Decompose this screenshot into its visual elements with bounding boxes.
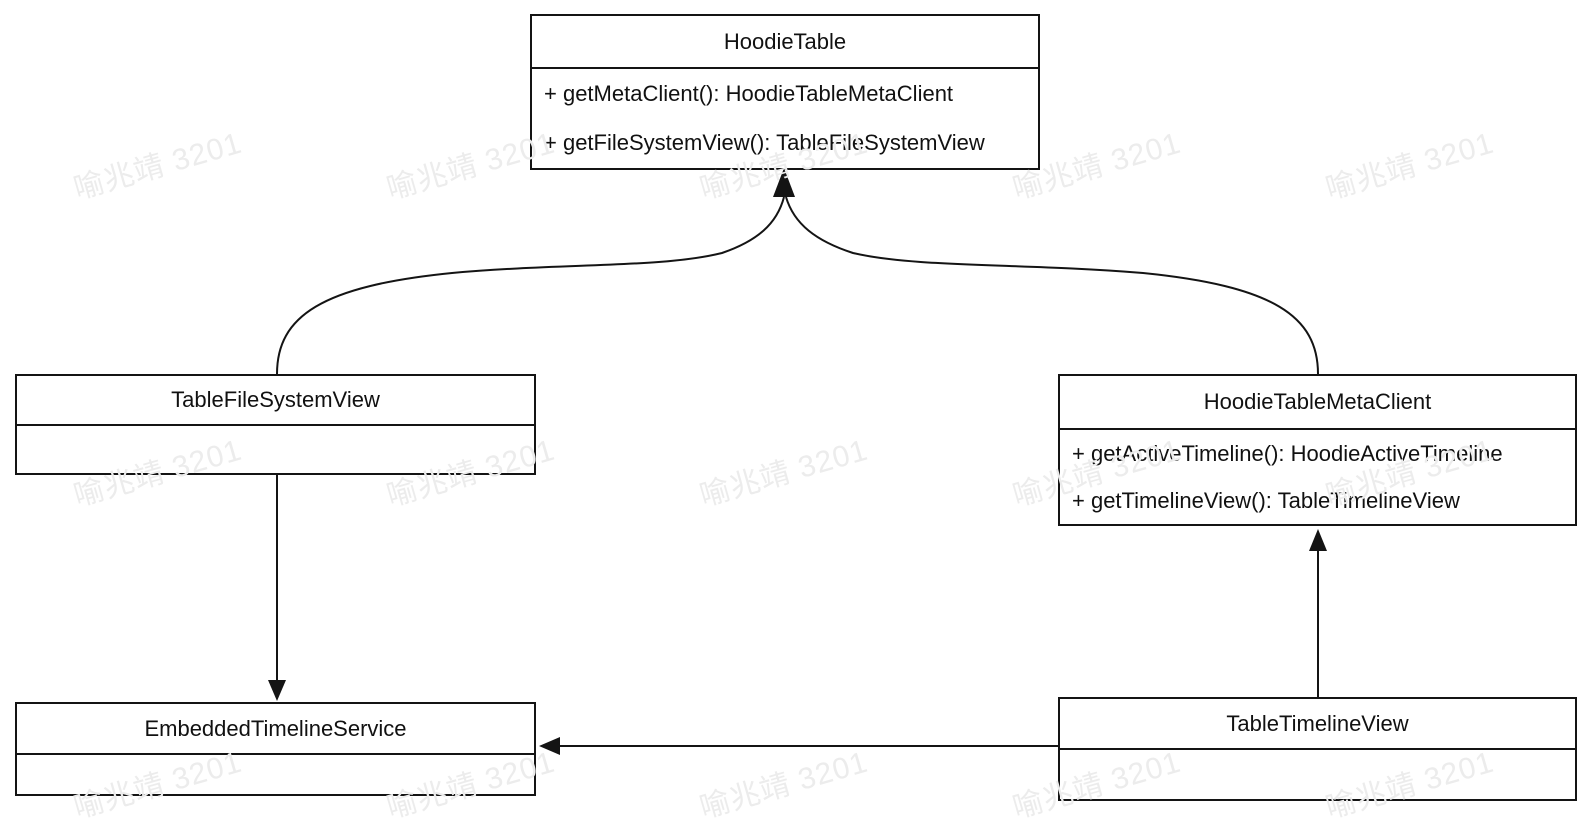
class-title-embedded-timeline-service: EmbeddedTimelineService (17, 704, 534, 755)
arrowhead-up-hoodietablemetaclient (1309, 529, 1327, 551)
arrowhead-up-hoodietable (773, 168, 795, 197)
class-title-hoodie-table-meta-client: HoodieTableMetaClient (1060, 376, 1575, 430)
method-get-file-system-view: + getFileSystemView(): TableFileSystemVi… (544, 130, 985, 156)
edge-hoodietablemetaclient-to-hoodietable (785, 196, 1319, 375)
empty-compartment (17, 755, 534, 794)
method-get-active-timeline: + getActiveTimeline(): HoodieActiveTimel… (1072, 440, 1503, 466)
class-title-hoodie-table: HoodieTable (532, 16, 1038, 69)
watermark-text: 喻兆靖 3201 (70, 126, 246, 207)
arrowhead-left-embeddedtimelineservice (539, 737, 560, 755)
class-box-embedded-timeline-service: EmbeddedTimelineService (15, 702, 536, 796)
class-box-hoodie-table: HoodieTable + getMetaClient(): HoodieTab… (530, 14, 1040, 170)
watermark-text: 喻兆靖 3201 (696, 433, 872, 514)
class-box-table-file-system-view: TableFileSystemView (15, 374, 536, 475)
watermark-text: 喻兆靖 3201 (696, 745, 872, 826)
watermark-text: 喻兆靖 3201 (1322, 126, 1498, 207)
class-methods-hoodie-table-meta-client: + getActiveTimeline(): HoodieActiveTimel… (1060, 430, 1575, 524)
edge-tablefilesystemview-to-hoodietable (276, 196, 785, 375)
method-get-meta-client: + getMetaClient(): HoodieTableMetaClient (544, 80, 954, 106)
class-box-hoodie-table-meta-client: HoodieTableMetaClient + getActiveTimelin… (1058, 374, 1577, 526)
arrowhead-down-embeddedtimelineservice (268, 680, 286, 701)
class-box-table-timeline-view: TableTimelineView (1058, 697, 1577, 801)
empty-compartment (1060, 750, 1575, 799)
class-title-table-timeline-view: TableTimelineView (1060, 699, 1575, 750)
class-title-table-file-system-view: TableFileSystemView (17, 376, 534, 426)
class-methods-hoodie-table: + getMetaClient(): HoodieTableMetaClient… (532, 69, 1038, 168)
empty-compartment (17, 426, 534, 473)
method-get-timeline-view: + getTimelineView(): TableTimelineView (1072, 487, 1460, 513)
